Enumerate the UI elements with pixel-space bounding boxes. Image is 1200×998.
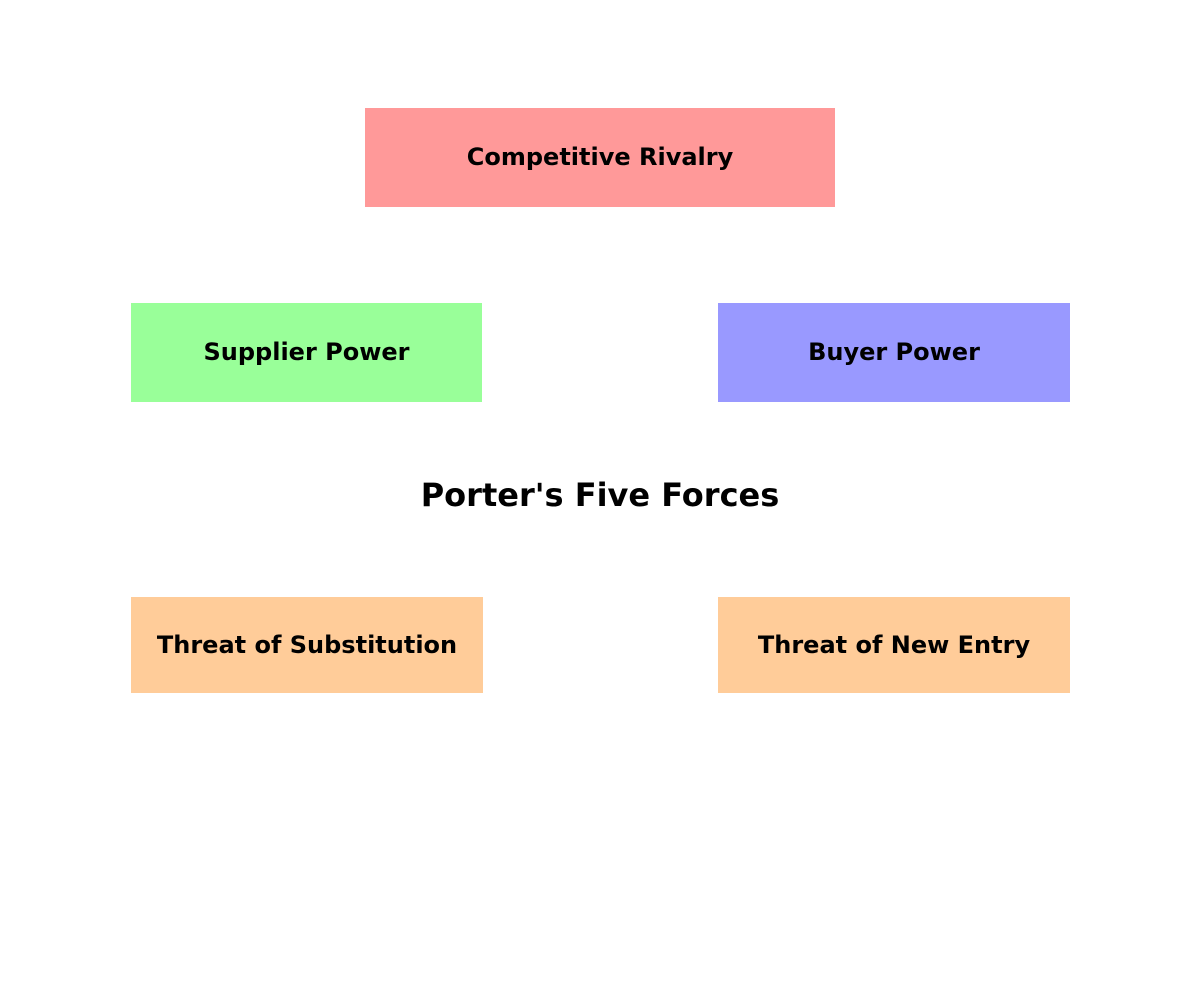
threat-of-substitution-box: Threat of Substitution — [131, 597, 483, 693]
threat-of-new-entry-box: Threat of New Entry — [718, 597, 1070, 693]
competitive-rivalry-label: Competitive Rivalry — [466, 143, 734, 172]
threat-of-substitution-label: Threat of Substitution — [156, 630, 458, 659]
competitive-rivalry-box: Competitive Rivalry — [365, 108, 835, 207]
supplier-power-label: Supplier Power — [203, 338, 410, 367]
diagram-title: Porter's Five Forces — [420, 476, 780, 514]
supplier-power-box: Supplier Power — [131, 303, 482, 402]
buyer-power-label: Buyer Power — [808, 338, 980, 367]
threat-of-new-entry-label: Threat of New Entry — [757, 630, 1031, 659]
buyer-power-box: Buyer Power — [718, 303, 1070, 402]
